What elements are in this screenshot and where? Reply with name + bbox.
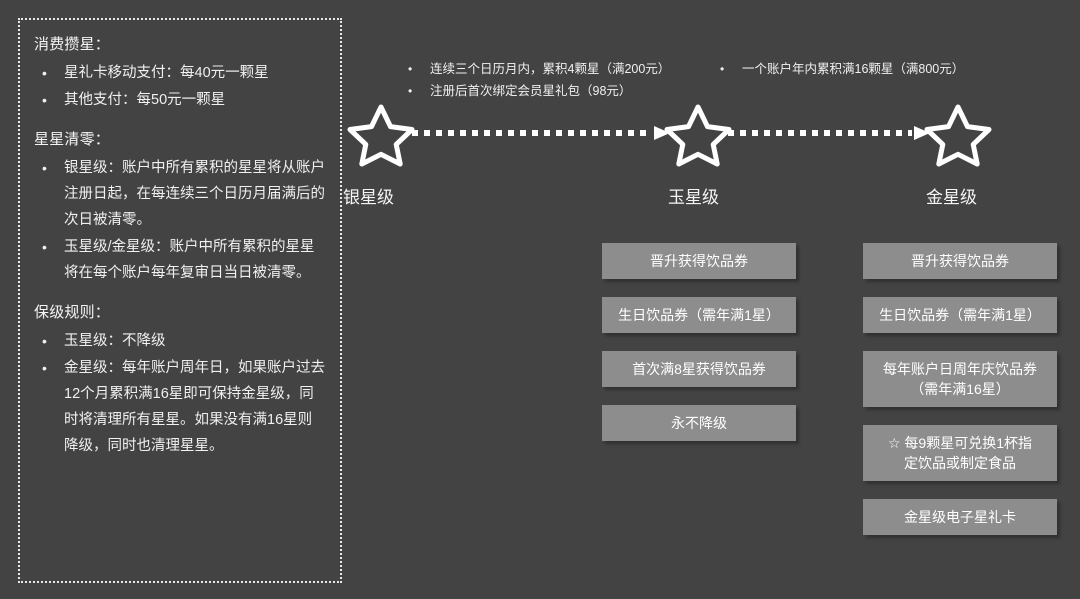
upgrade-notes-to-jade: • 连续三个日历月内，累积4颗星（满200元） • 注册后首次绑定会员星礼包（9… [398, 58, 708, 102]
rule-section-reset: 星星清零： • 银星级：账户中所有累积的星星将从账户注册日起，在每连续三个日历月… [34, 127, 326, 286]
bullet-glyph: • [720, 62, 725, 76]
rule-item-text: 玉星级：不降级 [64, 333, 166, 349]
rule-item-text: 玉星级/金星级：账户中所有累积的星星将在每个账户每年复审日当日被清零。 [64, 239, 315, 281]
bullet-glyph: • [42, 360, 47, 376]
rule-list-earning: • 星礼卡移动支付：每40元一颗星 • 其他支付：每50元一颗星 [34, 60, 326, 113]
bullet-glyph: • [42, 239, 47, 255]
benefit-box: 生日饮品券（需年满1星） [602, 297, 796, 333]
rule-item: • 玉星级：不降级 [34, 328, 326, 354]
star-outline-icon [347, 104, 415, 167]
tier-progression-row: 银星级 玉星级 金星级 [0, 0, 1080, 220]
upgrade-note: • 连续三个日历月内，累积4颗星（满200元） [398, 58, 708, 80]
upgrade-note: • 注册后首次绑定会员星礼包（98元） [398, 80, 708, 102]
rule-item: • 金星级：每年账户周年日，如果账户过去12个月累积满16星即可保持金星级，同时… [34, 355, 326, 459]
benefits-column-gold: 晋升获得饮品券 生日饮品券（需年满1星） 每年账户日周年庆饮品券 （需年满16星… [863, 243, 1057, 553]
star-outline-icon [664, 104, 732, 167]
rule-item-text: 银星级：账户中所有累积的星星将从账户注册日起，在每连续三个日历月届满后的次日被清… [64, 160, 325, 228]
upgrade-note-text: 连续三个日历月内，累积4颗星（满200元） [430, 62, 671, 76]
rule-section-earning: 消费攒星： • 星礼卡移动支付：每40元一颗星 • 其他支付：每50元一颗星 [34, 32, 326, 113]
benefit-box: 晋升获得饮品券 [863, 243, 1057, 279]
dotted-arrow-icon [412, 126, 670, 140]
dotted-arrow-icon [728, 126, 930, 140]
rule-item-text: 其他支付：每50元一颗星 [64, 92, 226, 108]
benefit-box: 首次满8星获得饮品券 [602, 351, 796, 387]
upgrade-note-text: 注册后首次绑定会员星礼包（98元） [430, 84, 632, 98]
rule-item: • 玉星级/金星级：账户中所有累积的星星将在每个账户每年复审日当日被清零。 [34, 234, 326, 286]
benefit-box: 晋升获得饮品券 [602, 243, 796, 279]
upgrade-note-text: 一个账户年内累积满16颗星（满800元） [742, 62, 965, 76]
rule-item-text: 金星级：每年账户周年日，如果账户过去12个月累积满16星即可保持金星级，同时将清… [64, 360, 325, 454]
bullet-glyph: • [42, 160, 47, 176]
rule-heading-retention: 保级规则： [34, 304, 111, 321]
benefit-box: ☆ 每9颗星可兑换1杯指 定饮品或制定食品 [863, 425, 1057, 481]
benefit-box: 生日饮品券（需年满1星） [863, 297, 1057, 333]
rule-section-retention: 保级规则： • 玉星级：不降级 • 金星级：每年账户周年日，如果账户过去12个月… [34, 300, 326, 459]
rule-item: • 银星级：账户中所有累积的星星将从账户注册日起，在每连续三个日历月届满后的次日… [34, 155, 326, 233]
tier-label-silver: 银星级 [343, 188, 394, 207]
benefit-box: 金星级电子星礼卡 [863, 499, 1057, 535]
benefit-box: 每年账户日周年庆饮品券 （需年满16星） [863, 351, 1057, 407]
rule-list-retention: • 玉星级：不降级 • 金星级：每年账户周年日，如果账户过去12个月累积满16星… [34, 328, 326, 459]
bullet-glyph: • [42, 92, 47, 108]
rule-item: • 其他支付：每50元一颗星 [34, 87, 326, 113]
upgrade-note: • 一个账户年内累积满16颗星（满800元） [710, 58, 1040, 80]
tier-label-gold: 金星级 [926, 188, 977, 207]
rules-panel: 消费攒星： • 星礼卡移动支付：每40元一颗星 • 其他支付：每50元一颗星 星… [18, 18, 342, 583]
bullet-glyph: • [42, 65, 47, 81]
bullet-glyph: • [408, 84, 413, 98]
rule-heading-earning: 消费攒星： [34, 36, 111, 53]
upgrade-notes-to-gold: • 一个账户年内累积满16颗星（满800元） [710, 58, 1040, 80]
benefit-box: 永不降级 [602, 405, 796, 441]
rule-item: • 星礼卡移动支付：每40元一颗星 [34, 60, 326, 86]
rule-list-reset: • 银星级：账户中所有累积的星星将从账户注册日起，在每连续三个日历月届满后的次日… [34, 155, 326, 286]
star-outline-icon [924, 104, 992, 167]
bullet-glyph: • [42, 333, 47, 349]
bullet-glyph: • [408, 62, 413, 76]
rule-heading-reset: 星星清零： [34, 131, 111, 148]
tier-label-jade: 玉星级 [668, 188, 719, 207]
benefits-column-jade: 晋升获得饮品券 生日饮品券（需年满1星） 首次满8星获得饮品券 永不降级 [602, 243, 796, 459]
rule-item-text: 星礼卡移动支付：每40元一颗星 [64, 65, 269, 81]
